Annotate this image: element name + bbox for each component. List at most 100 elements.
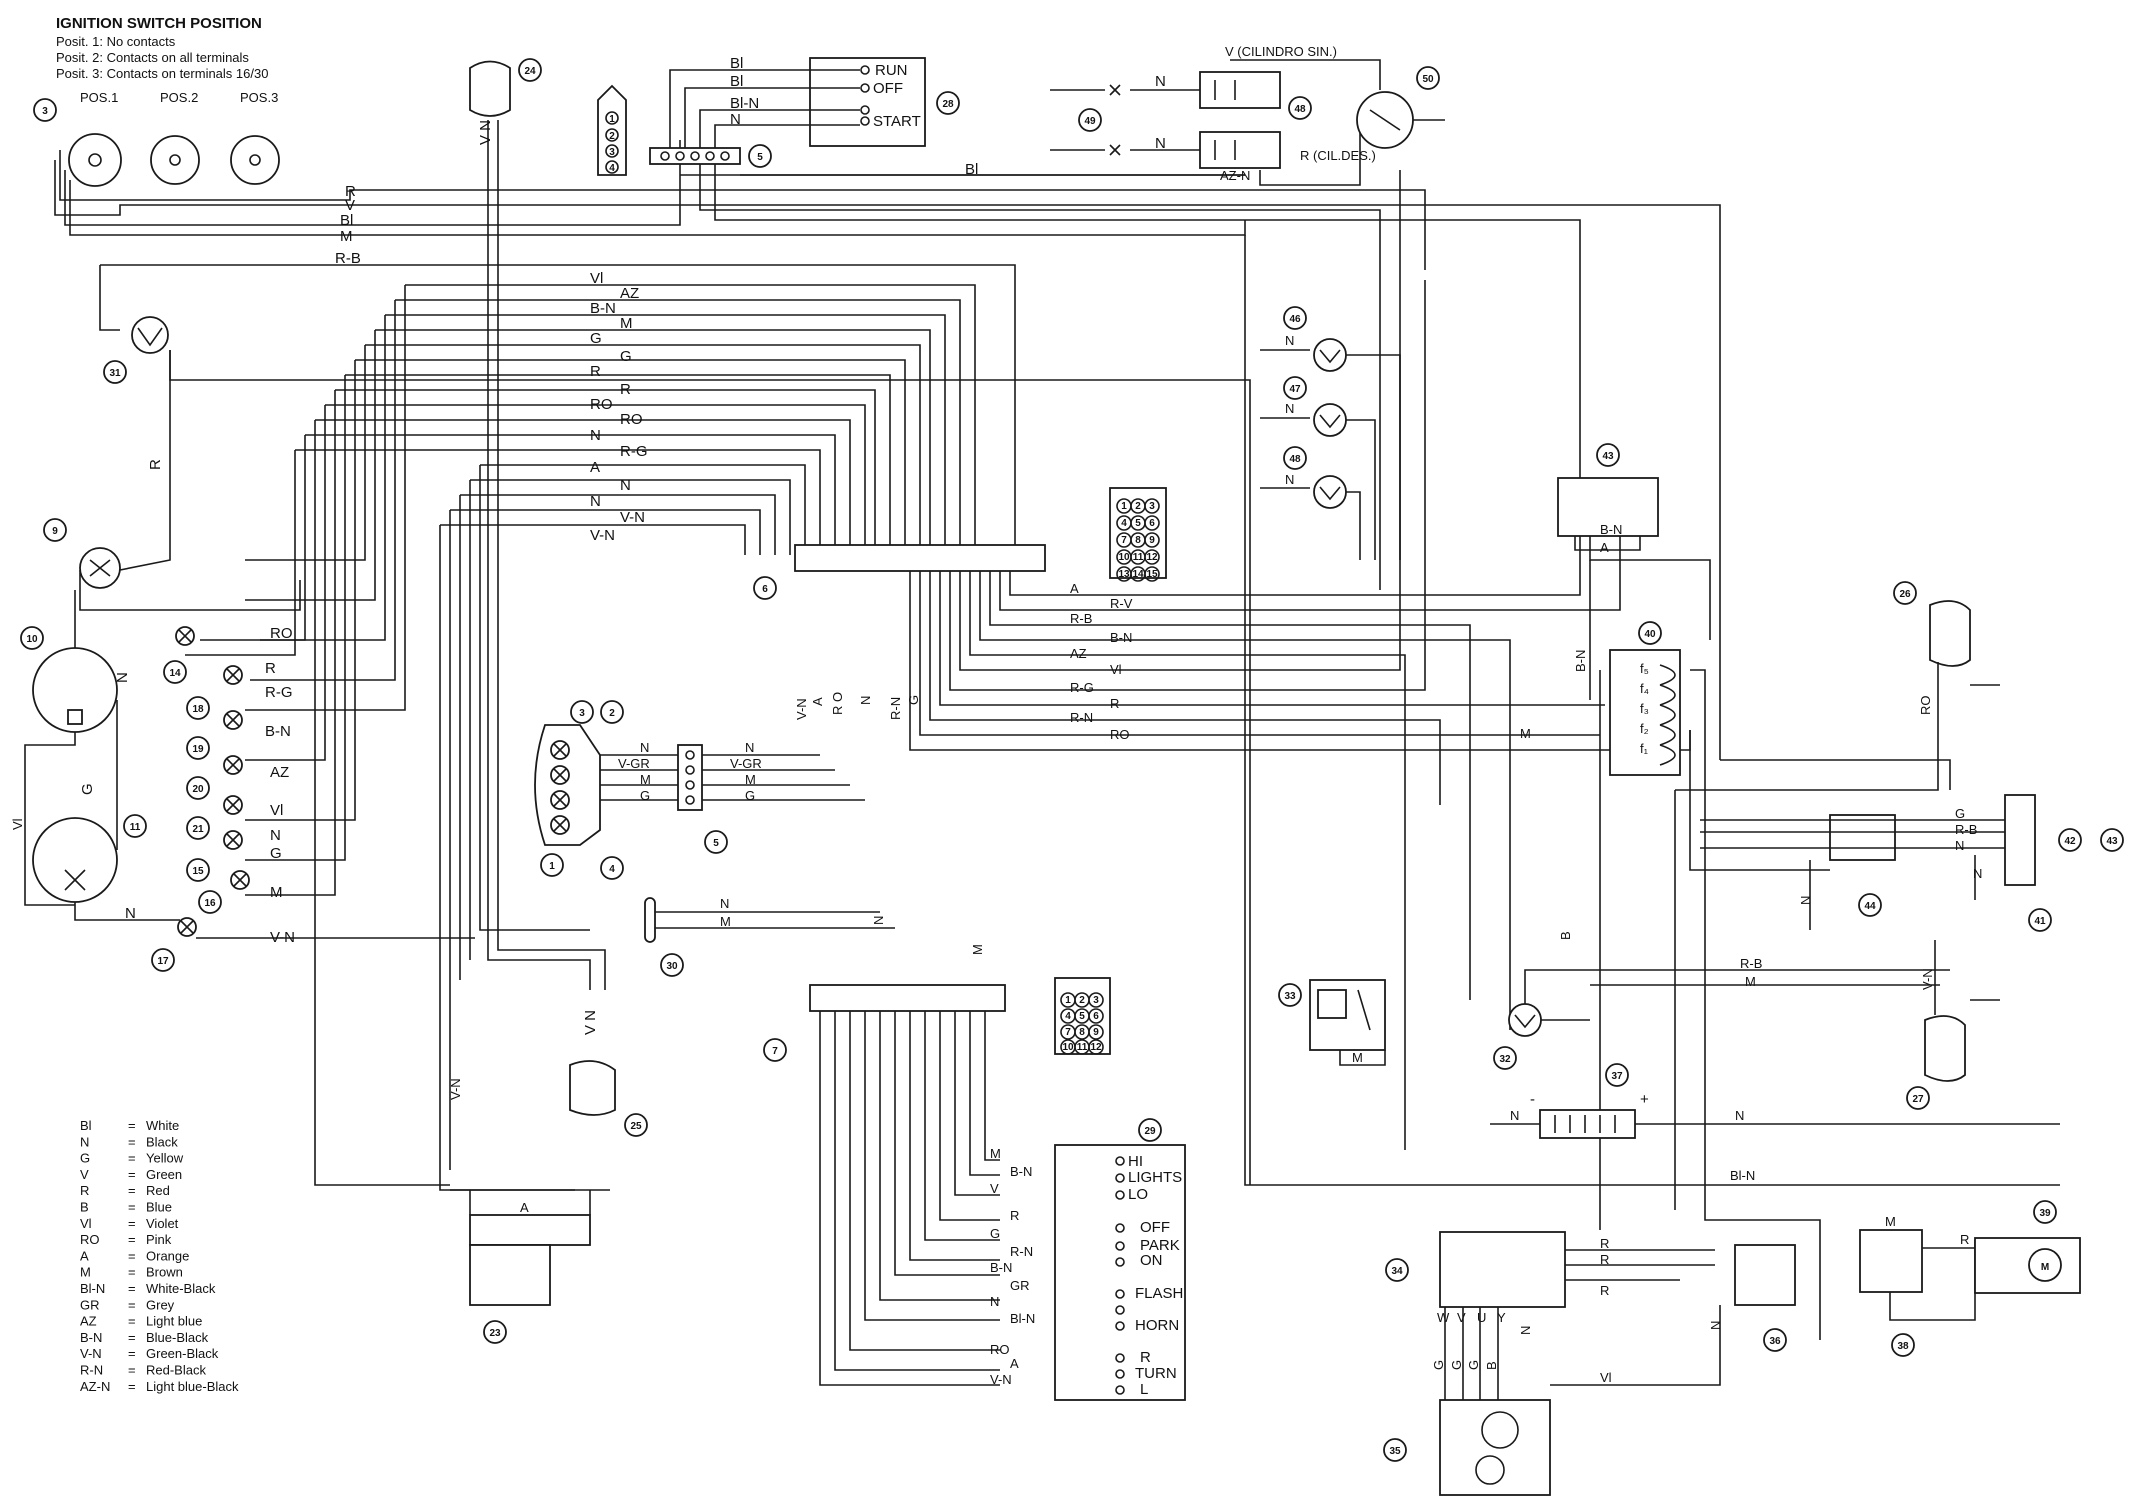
plug-pin-3: 3 (609, 147, 615, 158)
component-5-mid: 5 (713, 838, 719, 849)
relay-44: 43 B-N A (1557, 443, 1711, 700)
plug-pin-4: 4 (609, 163, 615, 174)
b6-n6: 6 (1149, 518, 1155, 529)
wire-g-hl: G (640, 788, 650, 803)
component-3: 3 (579, 708, 585, 719)
wire-bus-n3: N (590, 493, 601, 510)
wire-rv-6: R-V (1110, 596, 1133, 611)
wire-bn-28: B-N (1010, 1164, 1032, 1179)
wire-rn-6: R-N (1070, 710, 1093, 725)
wire-b-31: B (1558, 931, 1573, 940)
wire-a-mid: A (810, 697, 825, 706)
wire-vn-mid: V-N (794, 698, 809, 720)
legend-meaning: Red (146, 1183, 170, 1198)
legend-code: AZ (80, 1314, 97, 1329)
plug-pin-2: 2 (609, 131, 615, 142)
component-28: 29 (1144, 1126, 1156, 1137)
legend-meaning: Yellow (146, 1151, 184, 1166)
legend-equals: = (128, 1265, 136, 1280)
wire-n-47: N (1285, 472, 1294, 487)
fuse-f5: f₅ (1640, 661, 1649, 676)
wire-m-32: M (1352, 1050, 1363, 1065)
legend-code: B-N (80, 1330, 102, 1345)
wire-n-45: N (1285, 333, 1294, 348)
wire-rn-mid: R-N (888, 697, 903, 720)
wire-n-21: N (125, 905, 136, 922)
component-17: 18 (192, 704, 204, 715)
b7-n5: 5 (1079, 1011, 1085, 1022)
legend-equals: = (128, 1330, 136, 1345)
component-47: 48 (1289, 454, 1301, 465)
wire-m-26: M (1745, 974, 1756, 989)
component-38: 39 (2039, 1208, 2051, 1219)
component-22: 23 (489, 1328, 501, 1339)
wire-bus-rg: R-G (620, 443, 648, 460)
b6-n1: 1 (1121, 501, 1127, 512)
b7-n11: 11 (1077, 1042, 1088, 1053)
wire-vl-34: Vl (1600, 1370, 1612, 1385)
wire-r-38: R (1960, 1232, 1969, 1247)
wire-rb-6: R-B (1070, 611, 1092, 626)
start-wire-n: N (730, 111, 741, 128)
b7-n4: 4 (1065, 1011, 1071, 1022)
module-35: 36 N (1708, 1244, 1796, 1352)
wire-n-hl: N (640, 740, 649, 755)
legend-code: Bl-N (80, 1281, 105, 1296)
legend-equals: = (128, 1314, 136, 1329)
start-start-label: START (873, 113, 921, 130)
plug-pin-1: 1 (609, 114, 615, 125)
wire-m-6: M (1520, 726, 1531, 741)
b6-n11: 11 (1133, 552, 1144, 563)
component-5-top: 5 (757, 152, 763, 163)
b7-n3: 3 (1093, 995, 1099, 1006)
wire-m-7: M (970, 944, 985, 955)
legend-code: Bl (80, 1118, 92, 1133)
lights-lo: LO (1128, 1186, 1148, 1203)
wire-n-40: N (1955, 838, 1964, 853)
b6-n7: 7 (1121, 535, 1127, 546)
reg-pin-v: V (1457, 1310, 1466, 1325)
component-46: 47 (1289, 384, 1301, 395)
wire-r-28: R (1010, 1208, 1019, 1223)
relay-32: 33 M (1278, 979, 1386, 1066)
legend-meaning: Light blue (146, 1314, 202, 1329)
wire-vn-21: V-N (270, 929, 295, 946)
component-23: 24 (524, 66, 536, 77)
indicator-25: 26 RO (1675, 581, 2000, 791)
wire-r-top: R (345, 183, 356, 200)
wire-g-34c: G (1466, 1360, 1481, 1370)
wire-n-7: N (871, 916, 886, 925)
legend-code: V (80, 1167, 89, 1182)
wire-bus-vn2: V-N (590, 527, 615, 544)
wire-vn-22: V-N (448, 1078, 463, 1100)
fuse-f3: f₃ (1640, 701, 1649, 716)
fuse-box-39: 40 f₅ f₄ f₃ f₂ f₁ B-N (1573, 621, 1821, 1340)
switch-22: 23 A V-N (448, 1078, 610, 1344)
component-42: 43 (2106, 836, 2118, 847)
wire-m-top: M (340, 228, 353, 245)
wire-g-15: G (270, 845, 282, 862)
legend-code: V-N (80, 1346, 102, 1361)
legend-meaning: Brown (146, 1265, 183, 1280)
ignition-switch-info: IGNITION SWITCH POSITION Posit. 1: No co… (56, 15, 278, 105)
wire-rn-28: R-N (1010, 1244, 1033, 1259)
b6-n3: 3 (1149, 501, 1155, 512)
wire-ro-25: RO (1918, 696, 1933, 716)
component-35: 36 (1769, 1336, 1781, 1347)
legend-meaning: White-Black (146, 1281, 216, 1296)
legend-code: RO (80, 1232, 100, 1247)
legend-meaning: Light blue-Black (146, 1379, 239, 1394)
wire-ro-14: RO (270, 625, 293, 642)
wire-g-34b: G (1449, 1360, 1464, 1370)
component-33: 34 (1391, 1266, 1403, 1277)
wire-g-28: G (990, 1226, 1000, 1241)
legend-equals: = (128, 1200, 136, 1215)
wire-m-37: M (1885, 1214, 1896, 1229)
start-off-label: OFF (873, 80, 903, 97)
color-legend: Bl=WhiteN=BlackG=YellowV=GreenR=RedB=Blu… (80, 1118, 239, 1394)
wire-r-33b: R (1600, 1252, 1609, 1267)
b6-n13: 13 (1118, 569, 1130, 580)
horn-24: 25 V N (569, 1010, 648, 1137)
wire-rg-17: R-G (265, 684, 293, 701)
lights-park: PARK (1140, 1237, 1180, 1254)
